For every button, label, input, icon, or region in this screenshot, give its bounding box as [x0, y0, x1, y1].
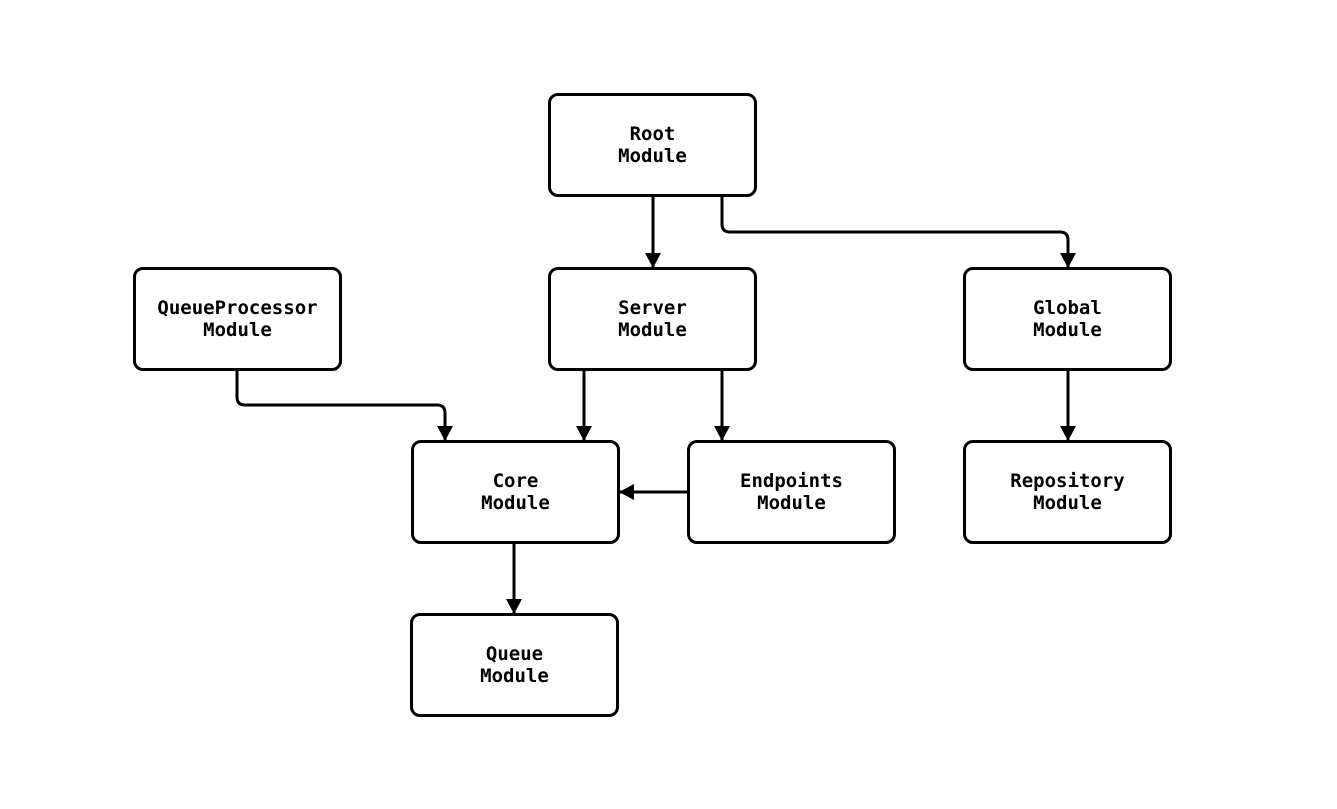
edge-root-to-global	[720, 197, 1076, 268]
node-queueprocessor-module-label: QueueProcessor Module	[157, 297, 318, 341]
node-server-module: Server Module	[548, 267, 757, 371]
node-endpoints-module: Endpoints Module	[687, 440, 896, 544]
node-root-module-label: Root Module	[618, 123, 687, 167]
node-queue-module: Queue Module	[410, 613, 619, 717]
node-global-module: Global Module	[963, 267, 1172, 371]
node-root-module: Root Module	[548, 93, 757, 197]
node-endpoints-module-label: Endpoints Module	[740, 470, 843, 514]
node-server-module-label: Server Module	[618, 297, 687, 341]
node-repository-module-label: Repository Module	[1010, 470, 1125, 514]
node-repository-module: Repository Module	[963, 440, 1172, 544]
node-core-module: Core Module	[411, 440, 620, 544]
node-core-module-label: Core Module	[481, 470, 550, 514]
node-queueprocessor-module: QueueProcessor Module	[133, 267, 342, 371]
node-queue-module-label: Queue Module	[480, 643, 549, 687]
edge-queueprocessor-to-core	[235, 371, 453, 441]
node-global-module-label: Global Module	[1033, 297, 1102, 341]
